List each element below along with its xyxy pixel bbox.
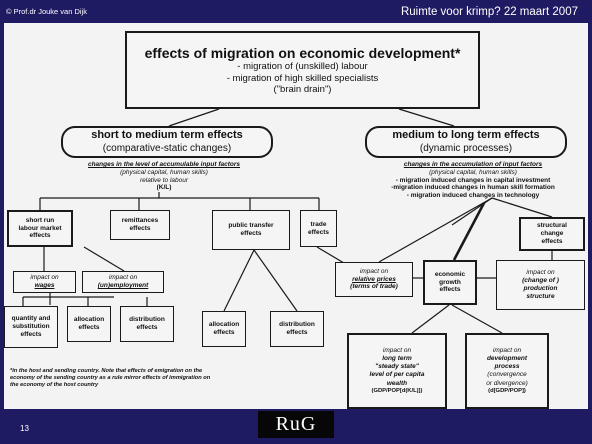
allocation-effects-box-2: allocation effects (202, 311, 246, 347)
remittances-box: remittances effects (110, 210, 170, 240)
relative-prices-line-3: (terms of trade) (350, 283, 398, 291)
development-line-5: or divergence) (486, 379, 528, 387)
connector-lines (22, 108, 553, 334)
medium-long-box: medium to long term effects (dynamic pro… (365, 126, 567, 158)
labour-market-line-2: labour market (18, 224, 62, 232)
steady-state-line-4: level of per capita (369, 371, 425, 379)
rug-logo: RuG (258, 411, 334, 438)
public-transfer-box: public transfer effects (212, 210, 290, 250)
short-medium-box: short to medium term effects (comparativ… (61, 126, 273, 158)
medium-long-note-1: changes in the accumulation of input fac… (403, 161, 543, 168)
footnote-line-1: *in the host and sending country. Note t… (10, 368, 203, 374)
steady-state-box: impact on long term "steady state" level… (347, 333, 447, 409)
structural-line-3: effects (541, 237, 563, 245)
development-process-box: impact on development process (convergen… (465, 333, 549, 409)
short-medium-note-3: relative to labour (139, 176, 189, 184)
quantity-line-1: quantity and (11, 315, 51, 323)
development-line-2: development (486, 355, 528, 363)
short-medium-note-4: (K/L) (156, 184, 172, 192)
production-line-4: structure (526, 292, 555, 300)
trade-line-1: trade (310, 220, 327, 228)
production-line-2: (change of ) (522, 277, 559, 285)
steady-state-line-3: "steady state" (375, 363, 419, 371)
unemployment-line-2: (un)employment (97, 282, 149, 289)
unemployment-line-1: impact on (108, 274, 138, 282)
distribution1-line-2: effects (136, 324, 158, 331)
unemployment-box: impact on (un)employment (82, 271, 164, 293)
steady-state-line-1: impact on (382, 347, 412, 355)
short-medium-notes: changes in the level of accumulable inpu… (59, 161, 269, 192)
short-medium-note-1: changes in the level of accumulable inpu… (87, 161, 241, 168)
steady-state-line-5: wealth (386, 379, 408, 387)
distribution1-line-1: distribution (129, 316, 165, 324)
labour-market-line-3: effects (29, 232, 51, 240)
short-medium-note-2: (physical capital, human skills) (120, 168, 208, 176)
production-structure-box: impact on (change of ) production struct… (496, 260, 585, 310)
wages-box: impact on wages (13, 271, 76, 293)
page-number: 13 (20, 424, 29, 433)
growth-line-3: effects (439, 286, 461, 294)
remittances-line-1: remittances (121, 217, 159, 225)
medium-long-note-2: (physical capital, human skills) (429, 168, 517, 176)
public-transfer-line-1: public transfer (228, 222, 274, 230)
allocation-effects-box-1: allocation effects (67, 306, 111, 342)
main-line-2: - migration of high skilled specialists (226, 72, 379, 84)
trade-line-2: effects (308, 228, 329, 236)
development-line-3: process (494, 363, 520, 371)
production-line-3: production (523, 285, 558, 292)
footnote-line-3: the economy of the host country (10, 381, 99, 388)
footnote: *in the host and sending country. Note t… (10, 368, 310, 389)
steady-state-line-2: long term (382, 355, 412, 363)
medium-long-title: medium to long term effects (392, 129, 540, 142)
structural-change-box: structural change effects (519, 217, 585, 251)
relative-prices-box: impact on relative prices (terms of trad… (335, 262, 413, 297)
footnote-line-2: economy of the sending country as a rule… (10, 374, 211, 381)
wages-line-2: wages (34, 282, 55, 289)
quantity-line-3: effects (20, 330, 42, 338)
medium-long-subtitle: (dynamic processes) (419, 142, 513, 154)
slide-title: Ruimte voor krimp? 22 maart 2007 (400, 6, 578, 18)
growth-line-1: economic (434, 270, 466, 278)
remittances-line-2: effects (129, 225, 151, 232)
quantity-substitution-box: quantity and substitution effects (4, 306, 58, 348)
development-line-6: (d[GDP/POP]) (488, 387, 526, 394)
copyright-text: © Prof.dr Jouke van Dijk (6, 7, 87, 16)
steady-state-line-6: (GDP/POP[d(K/L)]) (371, 387, 423, 394)
allocation1-line-1: allocation (73, 316, 105, 324)
quantity-line-2: substitution (12, 323, 50, 331)
medium-long-bullet-2: -migration induced changes in human skil… (391, 184, 555, 192)
labour-market-box: short run labour market effects (7, 210, 73, 247)
relative-prices-line-1: impact on (359, 267, 389, 275)
medium-long-bullet-1: - migration induced changes in capital i… (395, 176, 551, 184)
allocation2-line-1: allocation (208, 321, 240, 329)
structural-line-2: change (540, 230, 564, 238)
relative-prices-line-2: relative prices (352, 275, 396, 283)
distribution-effects-box-2: distribution effects (270, 311, 324, 347)
structural-line-1: structural (537, 222, 567, 230)
allocation2-line-2: effects (213, 329, 235, 336)
distribution-effects-box-1: distribution effects (120, 306, 174, 342)
short-medium-title: short to medium term effects (91, 129, 243, 142)
development-line-4: (convergence (487, 371, 527, 379)
main-line-1: - migration of (unskilled) labour (237, 61, 368, 73)
distribution2-line-2: effects (286, 329, 308, 336)
diagram-sheet: effects of migration on economic develop… (4, 23, 588, 409)
labour-market-line-1: short run (25, 216, 55, 224)
main-box: effects of migration on economic develop… (125, 31, 480, 109)
main-title: effects of migration on economic develop… (144, 44, 461, 61)
allocation1-line-2: effects (78, 324, 100, 331)
production-line-1: impact on (526, 269, 555, 277)
growth-line-2: growth (439, 278, 461, 286)
development-line-1: impact on (492, 347, 522, 355)
short-medium-subtitle: (comparative-static changes) (102, 142, 232, 154)
main-line-3: ("brain drain") (273, 84, 332, 96)
distribution2-line-1: distribution (279, 321, 315, 329)
trade-box: trade effects (300, 210, 337, 247)
wages-line-1: impact on (30, 274, 59, 282)
public-transfer-line-2: effects (240, 230, 262, 237)
medium-long-notes: changes in the accumulation of input fac… (360, 161, 586, 200)
economic-growth-box: economic growth effects (423, 260, 477, 305)
medium-long-bullet-3: - migration induced changes in technolog… (406, 192, 540, 200)
